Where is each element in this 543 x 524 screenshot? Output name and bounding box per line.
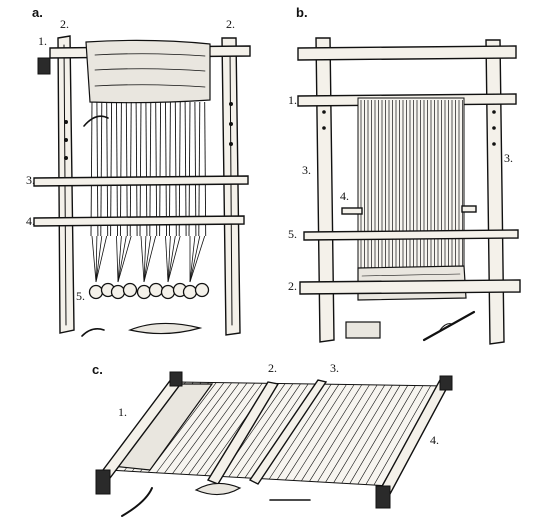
shed-rod [248, 379, 328, 485]
loom-weight [182, 284, 198, 300]
callout-a-2-left: 2. [60, 17, 69, 31]
callout-c-4: 4. [430, 433, 439, 447]
callout-a-4: 4. [26, 214, 35, 228]
callout-b-5: 5. [288, 227, 297, 241]
peg-holes [322, 110, 496, 146]
shuttle-on-ground [127, 322, 203, 335]
panel-b-warp-threads [360, 100, 463, 268]
panel-b-label: b. [296, 5, 308, 20]
heddle-bar [33, 175, 249, 187]
loom-weights [88, 235, 210, 300]
clamp-device [37, 57, 51, 75]
callout-a-2-right: 2. [226, 17, 235, 31]
lower-cloth-beam [299, 279, 521, 295]
callout-a-1: 1. [38, 34, 47, 48]
panel-c-label: c. [92, 362, 103, 377]
callout-c-2: 2. [268, 361, 277, 375]
callout-c-3: 3. [330, 361, 339, 375]
callout-b-3-right: 3. [504, 151, 513, 165]
shed-rod [33, 215, 245, 227]
woven-cloth-roll [85, 39, 211, 104]
warp-panel [357, 97, 465, 275]
loom-weight [136, 284, 152, 300]
panel-a-label: a. [32, 5, 43, 20]
panel-a-warp-weighted-loom: a. 1. 2. 2. 3. 4. [26, 5, 251, 337]
spindle-tool [422, 310, 476, 342]
panel-a-warp-threads [90, 101, 207, 237]
weaving-sword-block [345, 321, 381, 339]
hook-tool [121, 487, 153, 517]
callout-a-3: 3. [26, 173, 35, 187]
stake-left-front [95, 469, 111, 495]
callout-a-5: 5. [76, 289, 85, 303]
callout-b-2: 2. [288, 279, 297, 293]
callout-b-1: 1. [288, 93, 297, 107]
loom-weight [88, 284, 104, 300]
shed-bar [303, 229, 519, 241]
heddle-rod [206, 381, 280, 485]
stake-right-front [375, 485, 391, 509]
loom-weight [122, 282, 138, 298]
heddle-rod-stub [341, 207, 363, 215]
callout-b-4: 4. [340, 189, 349, 203]
loom-weight [160, 284, 176, 300]
loom-weight [148, 282, 164, 298]
callout-b-3-left: 3. [302, 163, 311, 177]
left-frame-post [315, 37, 335, 343]
panel-b-vertical-loom: b. 1. 3. 3. 4. 5. 2. [288, 5, 521, 345]
peg-holes [64, 102, 233, 160]
callout-c-1: 1. [118, 405, 127, 419]
top-crossbar [297, 45, 517, 61]
right-frame-post [485, 39, 505, 345]
loom-weight [110, 284, 126, 300]
beater [194, 482, 242, 496]
panel-c-horizontal-loom: c. 1. 2. 3. 4. [92, 361, 453, 517]
loom-weight [194, 282, 210, 298]
